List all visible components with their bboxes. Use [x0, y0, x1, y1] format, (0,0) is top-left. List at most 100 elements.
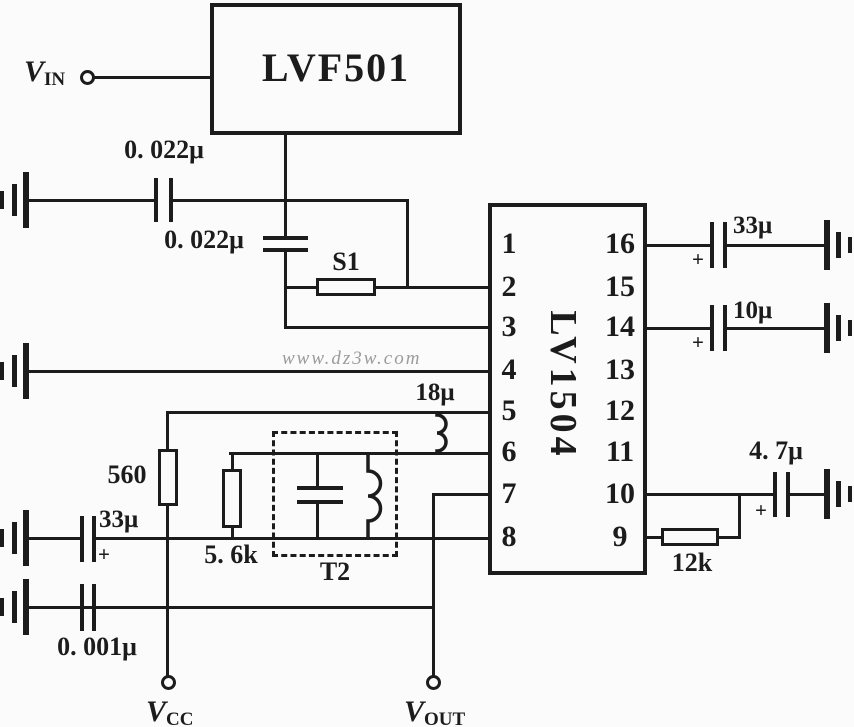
wire-top-to-pin2: [406, 199, 409, 289]
capacitor-33u-left-value: 33μ: [99, 506, 139, 533]
capacitor-4u7-plate-l: [773, 472, 777, 517]
pin-3-label: 3: [501, 310, 517, 343]
capacitor-0001u-value: 0. 001μ: [57, 632, 137, 661]
right-terminal-2-icon: [824, 303, 830, 353]
right-terminal-1-icon: [848, 237, 852, 253]
wire-pin2: [285, 286, 490, 289]
wire-top-left: [28, 199, 155, 202]
wire-vcc-rail: [166, 503, 169, 677]
capacitor-0022u-top-plate-l: [154, 178, 158, 222]
capacitor-33u-right-value: 33μ: [733, 212, 773, 239]
right-terminal-3-icon: [824, 469, 830, 519]
right-terminal-3-icon: [836, 481, 841, 507]
wire-pin5: [167, 411, 490, 414]
wire-pin16-a: [645, 244, 712, 247]
wire-ground-rail-b: [95, 537, 490, 540]
transformer-t2-outline: [272, 431, 398, 557]
wire-pin3: [285, 326, 490, 329]
capacitor-10u-value: 10μ: [733, 297, 773, 324]
left-terminal-3-icon: [12, 522, 17, 554]
lv1504-ic-body: [488, 203, 647, 575]
left-terminal-2-icon: [0, 362, 4, 380]
wire-t2cap-top: [316, 453, 319, 489]
lv1504-ic-title: LV1504: [542, 310, 584, 460]
wire-pin4: [28, 370, 490, 373]
vout-label: VOUT: [404, 697, 465, 727]
left-terminal-3-icon: [23, 510, 29, 566]
wire-t2cap-bottom: [316, 502, 319, 540]
capacitor-10u-plate-l: [710, 305, 714, 351]
pin-4-label: 4: [501, 353, 517, 386]
pin-15-label: 15: [605, 270, 635, 303]
capacitor-33u-right-polarity: +: [692, 247, 704, 271]
capacitor-4u7-plate-r: [786, 472, 790, 517]
wire-12k-to-pin10: [738, 493, 741, 539]
resistor-5k6: [222, 469, 242, 528]
wire-vin: [93, 76, 212, 79]
left-terminal-2-icon: [23, 343, 29, 399]
vcc-label: VCC: [146, 697, 193, 727]
left-terminal-4-icon: [23, 579, 29, 635]
pin-8-label: 8: [501, 520, 517, 553]
t2-capacitor-plate-t: [297, 486, 343, 490]
capacitor-33u-right-plate-l: [710, 222, 714, 268]
vout-label: V: [404, 695, 425, 727]
wire-lvf501-out-lower: [284, 251, 287, 329]
right-terminal-3-icon: [848, 486, 852, 502]
wire-5k6-top: [231, 452, 234, 472]
wire-pin16-b: [727, 244, 827, 247]
wire-bottom-rail: [28, 606, 435, 609]
resistor-12k-value: 12k: [671, 548, 713, 577]
switch-s1-value: S1: [332, 247, 360, 276]
vin-terminal: [80, 70, 95, 85]
wire-pin10-b: [790, 493, 827, 496]
vcc-terminal: [161, 675, 176, 690]
left-terminal-3-icon: [0, 529, 4, 547]
left-terminal-1-icon: [12, 184, 17, 216]
vout-terminal: [426, 675, 441, 690]
capacitor-0001u-plate-r: [92, 584, 96, 631]
capacitor-0022u-mid-value: 0. 022μ: [164, 225, 244, 254]
pin-16-label: 16: [605, 227, 635, 260]
inductor-18u-coil: [435, 411, 448, 455]
left-terminal-4-icon: [12, 591, 17, 623]
capacitor-4u7-value: 4. 7μ: [749, 436, 803, 465]
vin-label-sub: IN: [44, 69, 66, 90]
watermark-text: www.dz3w.com: [282, 348, 422, 369]
pin-14-label: 14: [605, 310, 635, 343]
resistor-12k: [661, 528, 719, 546]
vcc-label-sub: CC: [166, 709, 194, 727]
capacitor-33u-left-plate-r: [92, 516, 96, 562]
capacitor-0022u-top-plate-r: [169, 178, 173, 222]
wire-lvf501-out-upper: [284, 133, 287, 239]
pin-11-label: 11: [605, 435, 635, 468]
left-terminal-2-icon: [12, 355, 17, 387]
capacitor-10u-polarity: +: [692, 330, 704, 354]
capacitor-0022u-mid-plate-t: [263, 236, 308, 240]
wire-pin9-a: [645, 536, 664, 539]
wire-pin9-b: [716, 536, 741, 539]
pin-6-label: 6: [501, 435, 517, 468]
wire-pin10-a: [645, 493, 775, 496]
right-terminal-2-icon: [836, 315, 841, 341]
pin-9-label: 9: [612, 520, 628, 553]
pin-1-label: 1: [501, 227, 517, 260]
vcc-label: V: [146, 695, 167, 727]
wire-pin14-b: [727, 327, 827, 330]
pin-2-label: 2: [501, 270, 517, 303]
lvf501-title: LVF501: [261, 45, 411, 90]
pin-5-label: 5: [501, 394, 517, 427]
wire-pin14-a: [645, 327, 712, 330]
resistor-5k6-value: 5. 6k: [204, 540, 258, 569]
pin-7-label: 7: [501, 477, 517, 510]
resistor-560: [158, 449, 178, 506]
capacitor-0022u-top-value: 0. 022μ: [124, 135, 204, 164]
wire-pin7: [432, 493, 490, 496]
wire-5k6-bottom: [231, 525, 234, 540]
capacitor-33u-left-polarity: +: [98, 542, 110, 566]
t2-inductor-coil: [366, 452, 383, 540]
resistor-560-value: 560: [107, 460, 147, 489]
left-terminal-4-icon: [0, 598, 4, 616]
capacitor-4u7-polarity: +: [755, 498, 767, 522]
